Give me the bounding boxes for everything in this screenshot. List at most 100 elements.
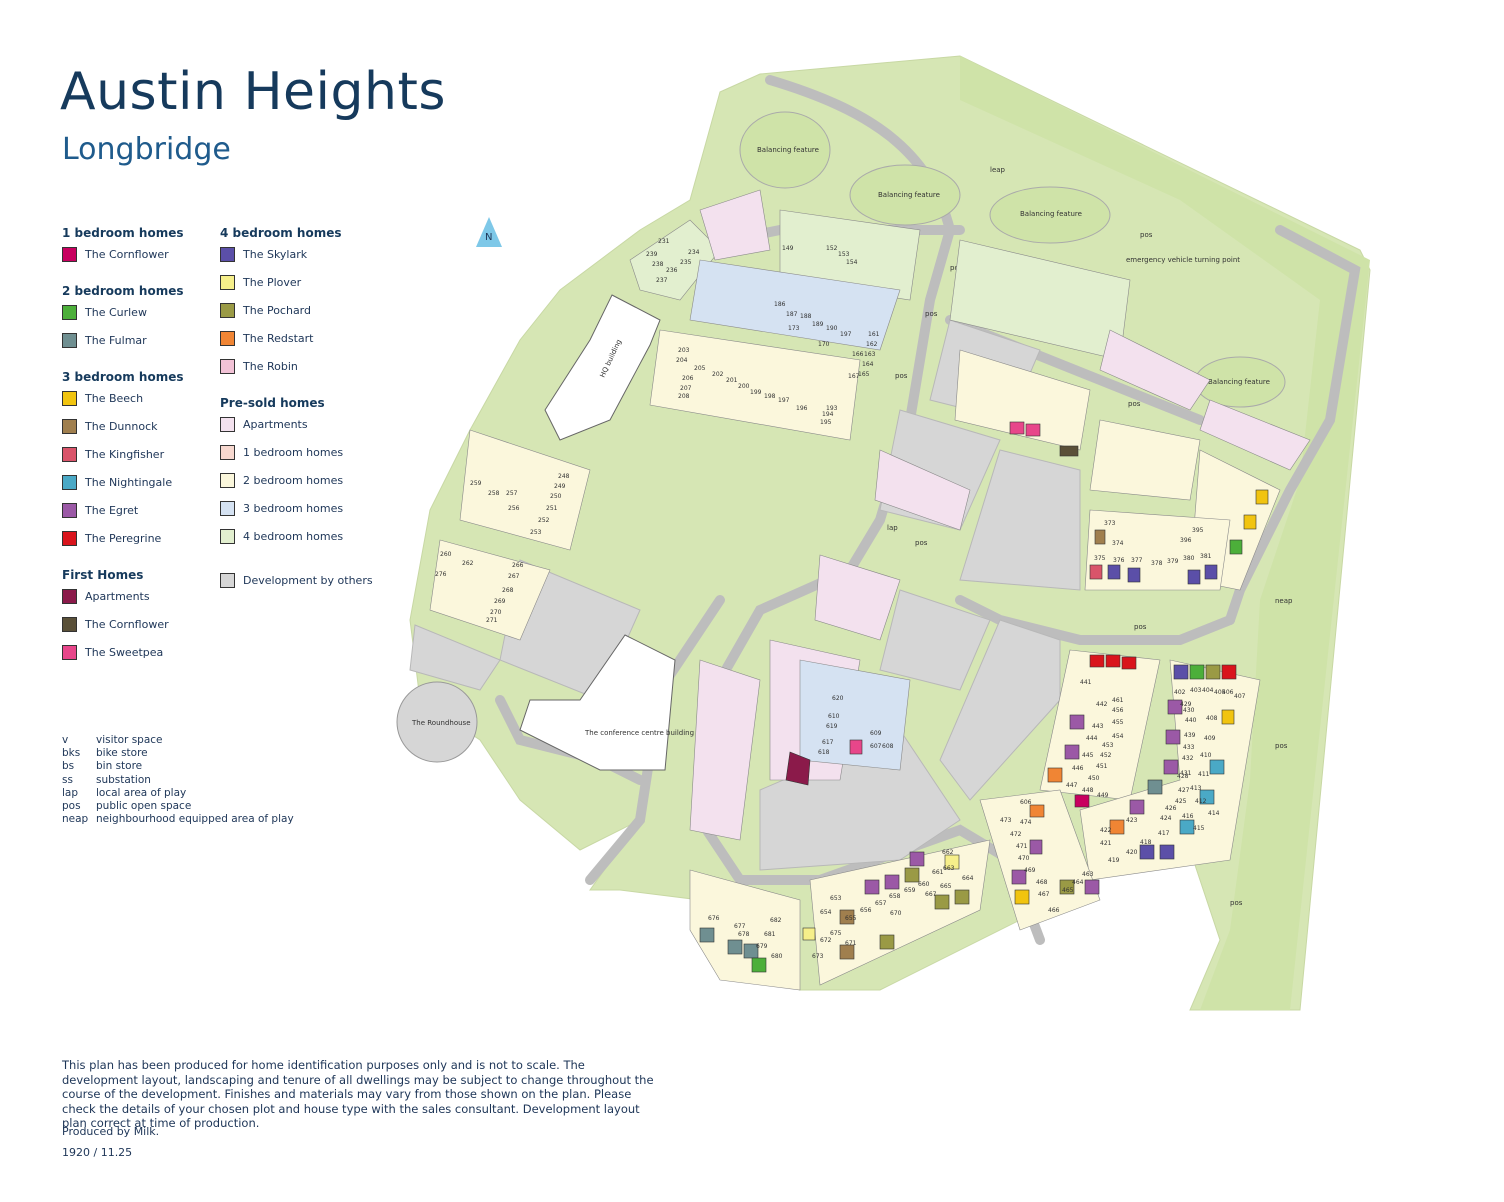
plot-cornflower[interactable] [1074,794,1090,808]
plot-nightingale[interactable] [1179,819,1195,835]
plot-kingfisher[interactable] [1089,564,1103,580]
plot-curlew[interactable] [1229,539,1243,555]
plot-peregrine[interactable] [1221,664,1237,680]
plot-beech[interactable] [1014,889,1030,905]
plot-redstart[interactable] [1047,767,1063,783]
plot-egret[interactable] [1163,759,1179,775]
plot-skylark[interactable] [1204,564,1218,580]
plot-number: 267 [508,573,520,580]
plot-sweetpea[interactable] [849,739,863,755]
plot-egret[interactable] [1069,714,1085,730]
plot-skylark[interactable] [1139,844,1155,860]
plot-number: 417 [1158,830,1170,837]
plot-egret[interactable] [1129,799,1145,815]
plot-dunnock[interactable] [839,909,855,925]
plot-number: 271 [486,617,498,624]
plot-egret[interactable] [1064,744,1080,760]
legend-swatch [62,418,77,434]
plot-peregrine[interactable] [1121,656,1137,670]
plot-peregrine[interactable] [1105,654,1121,668]
plot-fulmar[interactable] [1147,779,1163,795]
plot-pochard[interactable] [904,867,920,883]
plot-egret[interactable] [1029,839,1043,855]
plot-fulmar[interactable] [699,927,715,943]
plot-egret[interactable] [909,851,925,867]
plot-nightingale[interactable] [1209,759,1225,775]
plot-pochard[interactable] [1059,879,1075,895]
plot-number: 453 [1102,742,1114,749]
plot-number: 197 [778,397,790,404]
plot-skylark[interactable] [1173,664,1189,680]
plot-number: 270 [490,609,502,616]
plot-plover[interactable] [802,927,816,941]
plot-skylark[interactable] [1107,564,1121,580]
plot-beech[interactable] [1243,514,1257,530]
plot-number: 381 [1200,553,1212,560]
plot-sweetpea[interactable] [1009,421,1025,435]
legend-swatch [62,530,77,546]
plot-number: 653 [830,895,842,902]
plot-dunnock[interactable] [839,944,855,960]
plot-first-apartments[interactable] [785,751,811,786]
plot-peregrine[interactable] [1089,654,1105,668]
plot-skylark[interactable] [1187,569,1201,585]
plot-number: 238 [652,261,664,268]
legend-item: The Curlew [62,298,184,326]
plot-egret[interactable] [1165,729,1181,745]
plot-number: 606 [1020,799,1032,806]
plot-number: 166 [852,351,864,358]
plot-beech[interactable] [1221,709,1235,725]
plot-sweetpea[interactable] [1025,423,1041,437]
plot-egret[interactable] [884,874,900,890]
plot-egret[interactable] [1167,699,1183,715]
lap-label: lap [887,524,898,532]
plot-egret[interactable] [864,879,880,895]
plot-pochard[interactable] [934,894,950,910]
plot-fulmar[interactable] [743,943,759,959]
abbr-key: neap [62,813,89,826]
plot-number: 162 [866,341,878,348]
balancing-pond-1 [739,111,831,189]
plot-number: 471 [1016,843,1028,850]
plot-nightingale[interactable] [1199,789,1215,805]
plot-egret[interactable] [1084,879,1100,895]
plot-number: 193 [826,405,838,412]
plot-fulmar[interactable] [727,939,743,955]
legend-label: Apartments [243,417,308,431]
plot-curlew[interactable] [1189,664,1205,680]
plot-first-cornflower[interactable] [1059,445,1079,457]
conference-building [519,634,676,771]
legend-heading: Pre-sold homes [220,396,325,410]
plot-pochard[interactable] [879,934,895,950]
plot-number: 190 [826,325,838,332]
plot-pochard[interactable] [954,889,970,905]
legend-swatch [220,472,235,488]
plot-number: 446 [1072,765,1084,772]
legend-swatch [220,302,235,318]
legend-item: The Sweetpea [62,638,184,666]
plot-dunnock[interactable] [1094,529,1106,545]
legend-swatch [220,444,235,460]
plot-skylark[interactable] [1127,567,1141,583]
plot-number: 680 [771,953,783,960]
page-title: Austin Heights [60,62,446,122]
plot-skylark[interactable] [1159,844,1175,860]
plot-pochard[interactable] [1205,664,1221,680]
legend-swatch [62,502,77,518]
plot-beech[interactable] [1255,489,1269,505]
housing-parcels [429,189,1311,991]
plot-number: 377 [1131,557,1143,564]
legend-item: The Dunnock [62,412,184,440]
plot-redstart[interactable] [1029,804,1045,818]
legend-item: The Egret [62,496,184,524]
plot-redstart[interactable] [1109,819,1125,835]
plot-number: 416 [1182,813,1194,820]
plot-curlew[interactable] [751,957,767,973]
plot-number: 404 [1202,687,1214,694]
plot-egret[interactable] [1011,869,1027,885]
plot-plover[interactable] [944,854,960,870]
plot-number: 153 [838,251,850,258]
